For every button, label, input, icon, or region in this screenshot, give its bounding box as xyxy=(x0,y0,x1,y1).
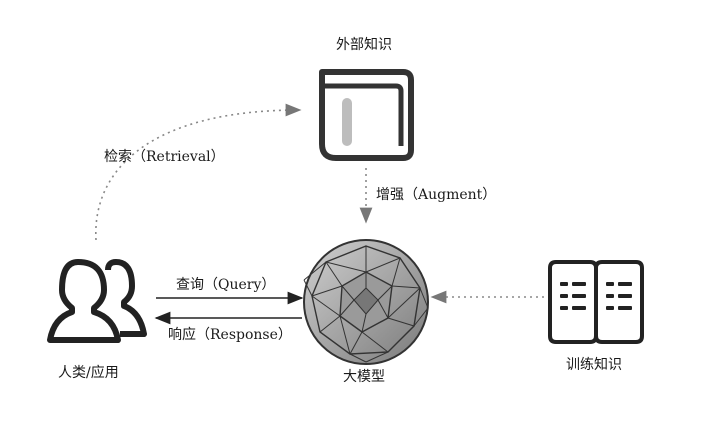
augment-label: 增强（Augment） xyxy=(376,187,497,203)
training-knowledge-label: 训练知识 xyxy=(566,357,622,373)
retrieval-label: 检索（Retrieval） xyxy=(104,149,225,165)
open-book-icon xyxy=(548,260,644,344)
retrieval-arrow xyxy=(95,103,302,241)
response-label: 响应（Response） xyxy=(168,327,292,343)
users-icon xyxy=(47,259,147,343)
query-label: 查询（Query） xyxy=(176,277,276,293)
human-app-label: 人类/应用 xyxy=(58,365,119,381)
book-icon xyxy=(319,69,414,161)
polyhedron-icon xyxy=(303,239,429,365)
llm-label: 大模型 xyxy=(343,369,385,385)
external-knowledge-label: 外部知识 xyxy=(336,37,392,53)
